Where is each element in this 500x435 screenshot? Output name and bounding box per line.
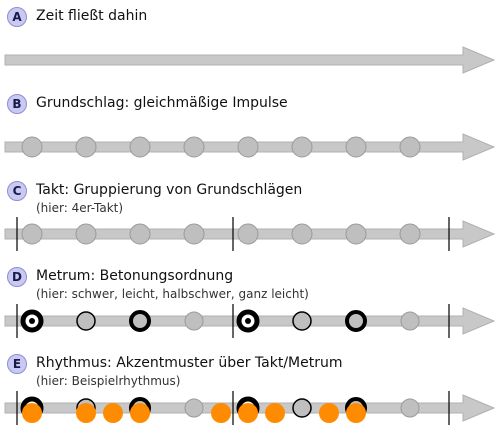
rhythm-note-circle — [319, 403, 339, 423]
beat-circle — [345, 223, 367, 245]
accent-center-dot — [29, 318, 35, 324]
beat-circle — [21, 136, 43, 158]
timeline-d — [4, 304, 496, 338]
beat-circle — [129, 223, 151, 245]
timeline-b — [4, 133, 496, 161]
accent-beat-circle — [400, 398, 420, 418]
accent-beat-circle — [184, 311, 204, 331]
beat-circle — [399, 223, 421, 245]
accent-beat-circle — [400, 311, 420, 331]
section-badge-a: A — [7, 7, 27, 27]
beat-circle — [291, 136, 313, 158]
accent-beat-circle — [76, 311, 96, 331]
section-title-d: Metrum: Betonungsordnung — [36, 268, 234, 284]
rhythm-note-circle — [346, 403, 366, 423]
timeline-e — [4, 391, 496, 425]
beat-circle — [75, 223, 97, 245]
section-badge-e: E — [7, 354, 27, 374]
section-title-c: Takt: Gruppierung von Grundschlägen — [36, 182, 303, 198]
beat-circle — [75, 136, 97, 158]
rhythm-note-circle — [76, 403, 96, 423]
accent-beat-circle — [292, 311, 312, 331]
timeline-a — [4, 46, 496, 74]
section-title-a: Zeit fließt dahin — [36, 8, 148, 24]
accent-beat-circle — [129, 310, 151, 332]
beat-circle — [129, 136, 151, 158]
beat-circle — [21, 223, 43, 245]
section-title-e: Rhythmus: Akzentmuster über Takt/Metrum — [36, 355, 343, 371]
beat-circle — [237, 136, 259, 158]
section-subtitle-d: (hier: schwer, leicht, halbschwer, ganz … — [36, 287, 309, 301]
rhythm-note-circle — [238, 403, 258, 423]
beat-circle — [183, 136, 205, 158]
section-badge-d: D — [7, 267, 27, 287]
accent-beat-circle — [345, 310, 367, 332]
rhythm-note-circle — [265, 403, 285, 423]
beat-circle — [291, 223, 313, 245]
section-subtitle-c: (hier: 4er-Takt) — [36, 201, 124, 215]
timeline-c — [4, 217, 496, 251]
rhythm-note-circle — [211, 403, 231, 423]
rhythm-note-circle — [130, 403, 150, 423]
beat-circle — [399, 136, 421, 158]
accent-beat-circle — [292, 398, 312, 418]
rhythm-note-circle — [22, 403, 42, 423]
beat-circle — [183, 223, 205, 245]
rhythm-note-circle — [103, 403, 123, 423]
accent-center-dot — [245, 318, 251, 324]
section-badge-b: B — [7, 94, 27, 114]
accent-beat-circle — [184, 398, 204, 418]
section-subtitle-e: (hier: Beispielrhythmus) — [36, 374, 181, 388]
time-arrow — [4, 46, 496, 74]
beat-circle — [345, 136, 367, 158]
section-title-b: Grundschlag: gleichmäßige Impulse — [36, 95, 288, 111]
section-badge-c: C — [7, 181, 27, 201]
beat-circle — [237, 223, 259, 245]
